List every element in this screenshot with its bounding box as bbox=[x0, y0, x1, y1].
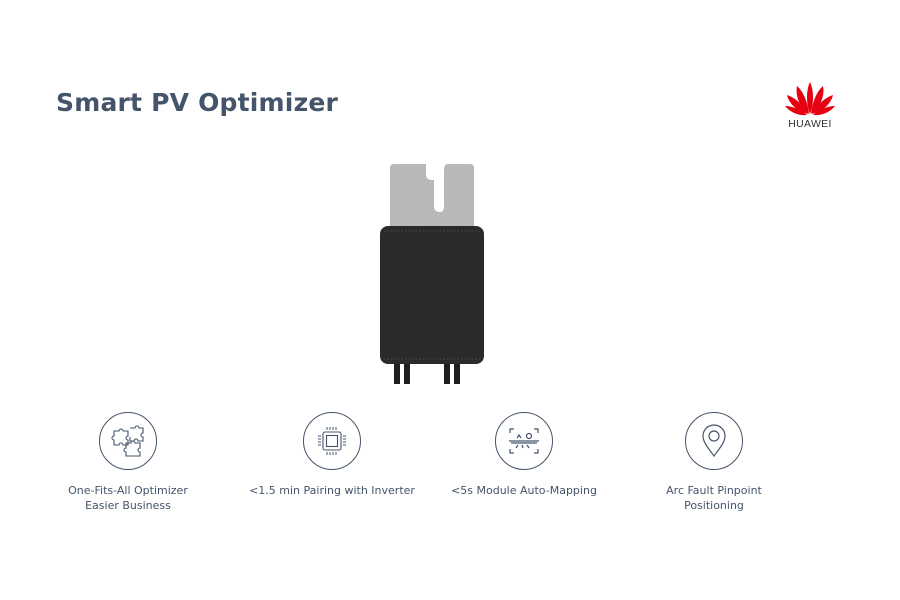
puzzle-pieces-icon bbox=[99, 412, 157, 470]
feature-label-line1: Arc Fault Pinpoint bbox=[666, 484, 762, 497]
huawei-logo: HUAWEI bbox=[780, 80, 840, 130]
feature-label-line2: Easier Business bbox=[85, 499, 171, 512]
product-image bbox=[372, 160, 492, 390]
feature-label-line1: One-Fits-All Optimizer bbox=[68, 484, 188, 497]
chip-icon bbox=[303, 412, 361, 470]
page-title: Smart PV Optimizer bbox=[56, 88, 339, 117]
feature-arc-fault: Arc Fault Pinpoint Positioning bbox=[614, 412, 814, 513]
feature-label-line1: <5s Module Auto-Mapping bbox=[451, 484, 597, 497]
huawei-petals-icon bbox=[785, 82, 835, 116]
scan-mapping-icon bbox=[495, 412, 553, 470]
location-pin-icon bbox=[685, 412, 743, 470]
feature-one-fits-all: One-Fits-All Optimizer Easier Business bbox=[28, 412, 228, 513]
feature-label-line1: <1.5 min Pairing with Inverter bbox=[249, 484, 415, 497]
brand-name: HUAWEI bbox=[788, 118, 832, 130]
feature-auto-mapping: <5s Module Auto-Mapping bbox=[424, 412, 624, 498]
feature-pairing: <1.5 min Pairing with Inverter bbox=[232, 412, 432, 498]
feature-label-line2: Positioning bbox=[684, 499, 744, 512]
